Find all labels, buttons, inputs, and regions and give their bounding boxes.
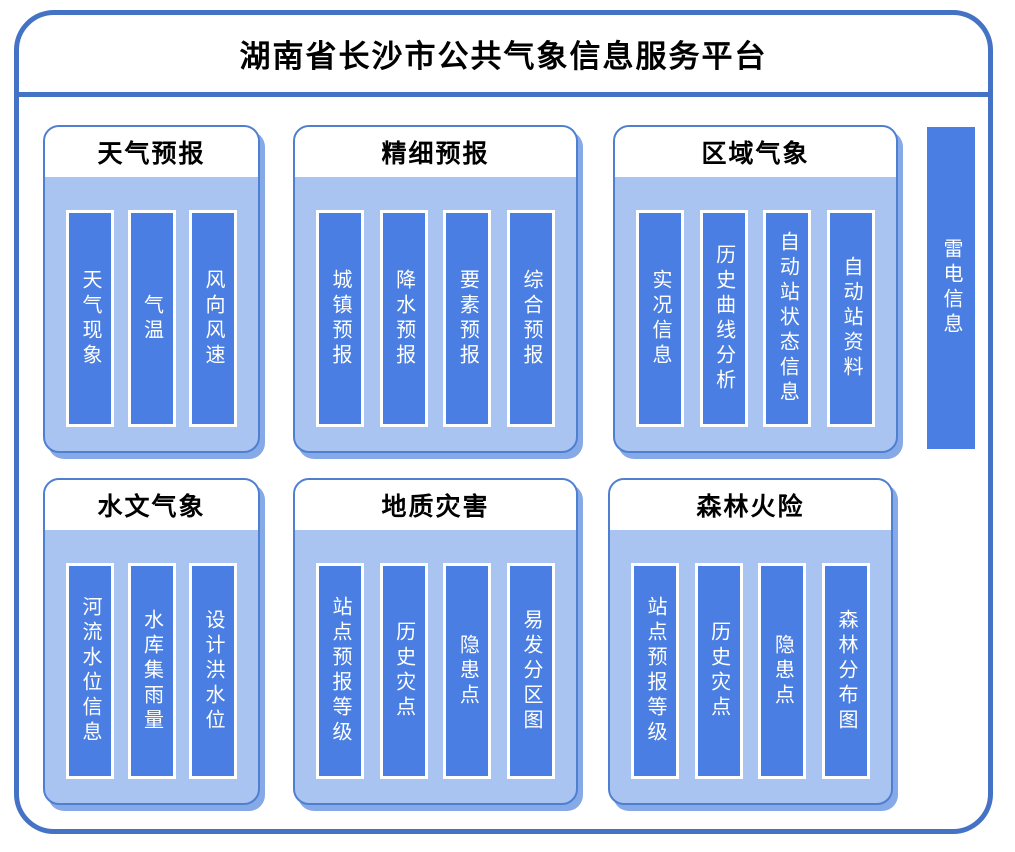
item-bar: 历史灾点 — [379, 563, 428, 779]
item-bar: 气温 — [127, 210, 176, 427]
item-bar-label: 气温 — [140, 293, 163, 344]
item-bar-label: 易发分区图 — [519, 608, 542, 734]
panel-geological-disaster-title: 地质灾害 — [295, 480, 576, 530]
item-bar-label: 要素预报 — [456, 268, 479, 369]
item-bar-label: 城镇预报 — [329, 268, 351, 369]
panel-fine-forecast-title: 精细预报 — [295, 127, 576, 177]
lightning-info-bar: 雷电信息 — [927, 127, 975, 449]
item-bar: 风向风速 — [189, 210, 237, 427]
item-bar: 城镇预报 — [316, 210, 364, 427]
panel-regional-meteorology-items: 实况信息 历史曲线分析 自动站状态信息 自动站资料 — [636, 210, 875, 427]
item-bar: 自动站状态信息 — [763, 210, 812, 427]
panel-forest-fire-risk: 森林火险 站点预报等级 历史灾点 隐患点 森林分布图 — [608, 478, 893, 805]
item-bar-label: 水库集雨量 — [140, 608, 163, 734]
item-bar-label: 自动站资料 — [839, 256, 862, 381]
item-bar: 水库集雨量 — [127, 563, 176, 779]
panel-weather-forecast-title: 天气预报 — [45, 127, 258, 177]
item-bar: 河流水位信息 — [66, 563, 114, 779]
panel-regional-meteorology: 区域气象 实况信息 历史曲线分析 自动站状态信息 自动站资料 — [613, 125, 898, 453]
item-bar: 设计洪水位 — [189, 563, 237, 779]
panel-geological-disaster-items: 站点预报等级 历史灾点 隐患点 易发分区图 — [316, 563, 555, 779]
lightning-info-label: 雷电信息 — [940, 238, 962, 338]
item-bar-label: 历史灾点 — [392, 621, 415, 721]
item-bar-label: 设计洪水位 — [202, 608, 224, 734]
platform-title: 湖南省长沙市公共气象信息服务平台 — [239, 39, 768, 74]
item-bar: 隐患点 — [443, 563, 492, 779]
item-bar-label: 降水预报 — [392, 268, 415, 369]
panel-geological-disaster: 地质灾害 站点预报等级 历史灾点 隐患点 易发分区图 — [293, 478, 578, 805]
item-bar-label: 隐患点 — [771, 633, 794, 709]
item-bar: 综合预报 — [506, 210, 555, 427]
item-bar-label: 天气现象 — [79, 268, 101, 369]
panel-weather-forecast: 天气预报 天气现象 气温 风向风速 — [43, 125, 260, 453]
item-bar-label: 站点预报等级 — [329, 596, 351, 746]
panel-hydrology-meteorology-items: 河流水位信息 水库集雨量 设计洪水位 — [66, 563, 237, 779]
item-bar: 历史曲线分析 — [699, 210, 748, 427]
item-bar: 森林分布图 — [821, 563, 870, 779]
panel-fine-forecast: 精细预报 城镇预报 降水预报 要素预报 综合预报 — [293, 125, 578, 453]
item-bar: 易发分区图 — [506, 563, 555, 779]
item-bar-label: 综合预报 — [519, 268, 542, 369]
panel-hydrology-meteorology: 水文气象 河流水位信息 水库集雨量 设计洪水位 — [43, 478, 260, 805]
item-bar: 实况信息 — [636, 210, 684, 427]
panel-forest-fire-risk-items: 站点预报等级 历史灾点 隐患点 森林分布图 — [631, 563, 870, 779]
item-bar-label: 站点预报等级 — [644, 596, 666, 746]
item-bar: 自动站资料 — [826, 210, 875, 427]
item-bar-label: 风向风速 — [202, 268, 224, 369]
item-bar-label: 隐患点 — [456, 633, 479, 709]
item-bar: 站点预报等级 — [631, 563, 679, 779]
panel-forest-fire-risk-title: 森林火险 — [610, 480, 891, 530]
item-bar: 隐患点 — [758, 563, 807, 779]
platform-header: 湖南省长沙市公共气象信息服务平台 — [19, 15, 988, 97]
item-bar-label: 河流水位信息 — [79, 596, 101, 746]
item-bar-label: 自动站状态信息 — [776, 231, 799, 406]
item-bar: 历史灾点 — [694, 563, 743, 779]
item-bar: 站点预报等级 — [316, 563, 364, 779]
panel-regional-meteorology-title: 区域气象 — [615, 127, 896, 177]
item-bar-label: 历史灾点 — [707, 621, 730, 721]
item-bar: 要素预报 — [443, 210, 492, 427]
item-bar-label: 森林分布图 — [834, 608, 857, 734]
item-bar: 降水预报 — [379, 210, 428, 427]
panel-hydrology-meteorology-title: 水文气象 — [45, 480, 258, 530]
item-bar: 天气现象 — [66, 210, 114, 427]
panel-weather-forecast-items: 天气现象 气温 风向风速 — [66, 210, 237, 427]
item-bar-label: 实况信息 — [649, 268, 671, 369]
panel-fine-forecast-items: 城镇预报 降水预报 要素预报 综合预报 — [316, 210, 555, 427]
item-bar-label: 历史曲线分析 — [712, 243, 735, 394]
